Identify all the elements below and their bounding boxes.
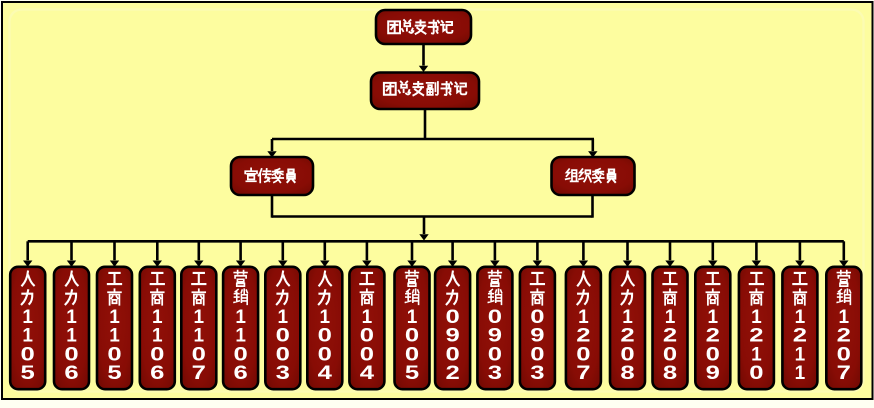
svg-text:0: 0 — [107, 344, 121, 365]
svg-text:7: 7 — [576, 362, 590, 383]
svg-text:0: 0 — [488, 306, 502, 327]
svg-text:0: 0 — [706, 344, 720, 365]
svg-text:1: 1 — [622, 307, 633, 328]
svg-text:2: 2 — [445, 362, 459, 383]
svg-text:0: 0 — [360, 325, 374, 346]
svg-text:5: 5 — [21, 362, 35, 383]
svg-text:1: 1 — [708, 307, 719, 328]
svg-text:8: 8 — [663, 362, 677, 383]
svg-text:1: 1 — [578, 307, 589, 328]
svg-text:1: 1 — [152, 307, 163, 328]
svg-text:0: 0 — [21, 344, 35, 365]
svg-text:0: 0 — [276, 344, 290, 365]
svg-text:1: 1 — [235, 307, 246, 328]
svg-text:0: 0 — [233, 344, 247, 365]
svg-text:0: 0 — [318, 344, 332, 365]
svg-text:1: 1 — [194, 326, 205, 347]
svg-text:0: 0 — [360, 344, 374, 365]
svg-text:0: 0 — [749, 362, 763, 383]
svg-text:7: 7 — [192, 362, 206, 383]
svg-text:3: 3 — [530, 362, 544, 383]
svg-text:1: 1 — [66, 307, 77, 328]
svg-text:9: 9 — [445, 325, 459, 346]
svg-text:0: 0 — [405, 344, 419, 365]
svg-text:2: 2 — [576, 325, 590, 346]
svg-text:0: 0 — [530, 306, 544, 327]
svg-text:5: 5 — [107, 362, 121, 383]
svg-text:1: 1 — [320, 307, 331, 328]
svg-text:0: 0 — [405, 325, 419, 346]
svg-text:1: 1 — [407, 307, 418, 328]
svg-text:1: 1 — [235, 326, 246, 347]
svg-text:8: 8 — [620, 362, 634, 383]
svg-text:6: 6 — [150, 362, 164, 383]
svg-text:1: 1 — [751, 307, 762, 328]
svg-text:1: 1 — [109, 326, 120, 347]
svg-text:2: 2 — [663, 325, 677, 346]
svg-text:1: 1 — [795, 307, 806, 328]
svg-text:2: 2 — [793, 325, 807, 346]
svg-text:2: 2 — [749, 325, 763, 346]
svg-text:1: 1 — [795, 344, 806, 365]
svg-text:0: 0 — [150, 344, 164, 365]
svg-text:0: 0 — [488, 344, 502, 365]
svg-text:9: 9 — [706, 362, 720, 383]
svg-text:1: 1 — [66, 326, 77, 347]
svg-text:2: 2 — [620, 325, 634, 346]
svg-text:1: 1 — [362, 307, 373, 328]
svg-text:1: 1 — [839, 307, 850, 328]
svg-text:0: 0 — [530, 344, 544, 365]
svg-text:2: 2 — [706, 325, 720, 346]
svg-text:0: 0 — [620, 344, 634, 365]
svg-text:1: 1 — [194, 307, 205, 328]
svg-text:0: 0 — [663, 344, 677, 365]
svg-text:1: 1 — [665, 307, 676, 328]
svg-text:3: 3 — [276, 362, 290, 383]
svg-text:0: 0 — [318, 325, 332, 346]
svg-text:9: 9 — [488, 325, 502, 346]
svg-text:0: 0 — [64, 344, 78, 365]
svg-text:6: 6 — [233, 362, 247, 383]
svg-text:4: 4 — [318, 362, 333, 383]
svg-text:1: 1 — [109, 307, 120, 328]
svg-text:0: 0 — [576, 344, 590, 365]
svg-text:2: 2 — [837, 325, 851, 346]
svg-text:0: 0 — [192, 344, 206, 365]
svg-text:0: 0 — [445, 344, 459, 365]
svg-text:1: 1 — [152, 326, 163, 347]
svg-text:0: 0 — [276, 325, 290, 346]
svg-text:4: 4 — [360, 362, 375, 383]
svg-text:0: 0 — [837, 344, 851, 365]
svg-text:9: 9 — [530, 325, 544, 346]
svg-text:5: 5 — [405, 362, 419, 383]
svg-text:0: 0 — [445, 306, 459, 327]
svg-text:3: 3 — [488, 362, 502, 383]
svg-text:1: 1 — [278, 307, 289, 328]
svg-text:1: 1 — [22, 307, 33, 328]
svg-text:1: 1 — [22, 326, 33, 347]
svg-text:1: 1 — [795, 363, 806, 384]
svg-text:7: 7 — [837, 362, 851, 383]
svg-text:6: 6 — [64, 362, 78, 383]
svg-text:1: 1 — [751, 344, 762, 365]
